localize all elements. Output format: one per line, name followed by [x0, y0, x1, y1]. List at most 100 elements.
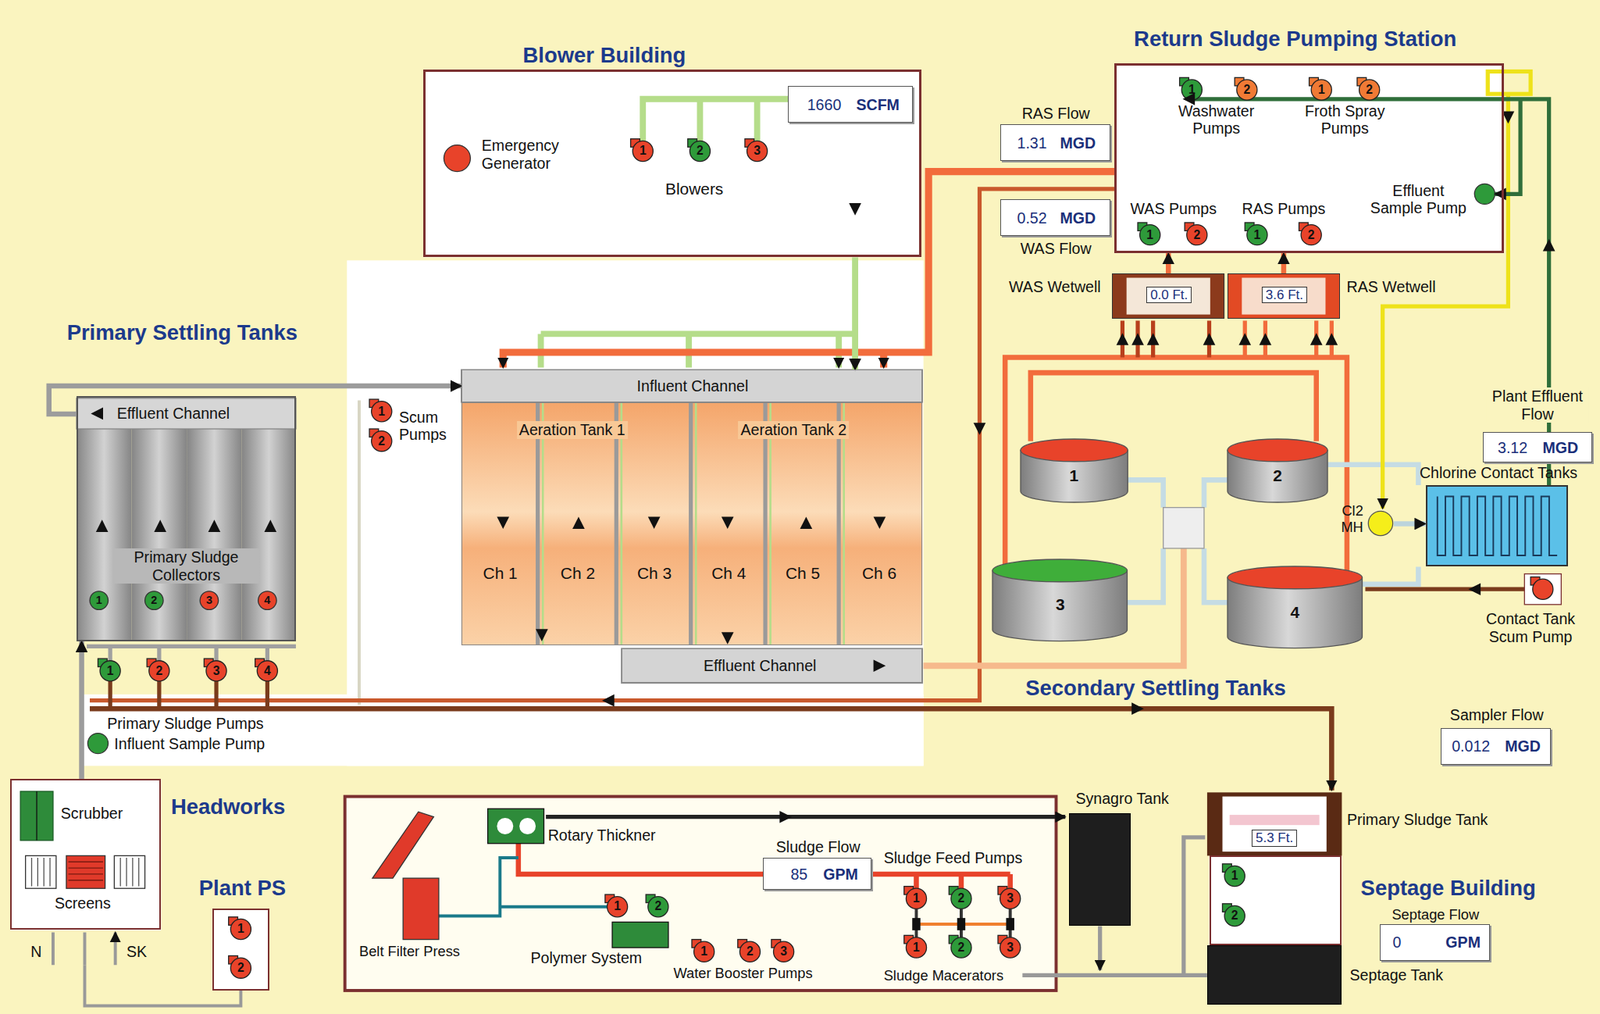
heading-text: Secondary Settling Tanks	[1025, 675, 1286, 701]
process-box: Ch 4	[691, 402, 767, 644]
channel-band: Effluent Channel	[621, 648, 923, 683]
tank-box: Septage Tank	[1207, 944, 1342, 1005]
pump-symbol	[1140, 224, 1161, 246]
node-text: Plant Effluent Flow	[1486, 387, 1590, 423]
sludge-building	[345, 796, 1057, 991]
headworks-equipment	[114, 855, 145, 888]
headworks-equipment	[66, 855, 106, 888]
callout-number: 1	[1188, 82, 1196, 97]
node-text: Effluent Channel	[117, 404, 231, 423]
pump-symbol	[1184, 222, 1208, 246]
equipment-label: Polymer System	[530, 948, 643, 967]
building-box: Septage Building	[1209, 855, 1343, 945]
sludge-equipment	[402, 877, 439, 939]
flow-arrow	[153, 519, 167, 532]
callout-number: 4	[263, 663, 271, 678]
process-box: 5.3 Ft.Primary Sludge Tank	[1207, 791, 1342, 856]
equipment-label: Emergency Generator	[481, 136, 579, 172]
pump-symbol	[630, 138, 654, 162]
equipment-label: Effluent Sample Pump	[1367, 181, 1470, 218]
pump-symbol	[1186, 224, 1208, 246]
tank-graphic	[1111, 273, 1225, 319]
callout-number: 1	[912, 940, 920, 955]
pump-symbol	[1309, 77, 1333, 100]
pump-symbol	[203, 658, 227, 681]
pump-symbol	[905, 937, 927, 958]
flow-arrow	[873, 659, 887, 672]
aeration-tank-body	[461, 369, 923, 683]
flow-arrow	[779, 810, 792, 824]
flow-arrow	[1493, 188, 1507, 201]
flow-arrow	[1259, 332, 1273, 346]
node-text: Chlorine Contact Tanks	[1419, 463, 1578, 482]
pump-symbol	[648, 896, 669, 917]
flow-arrow	[848, 203, 862, 216]
sludge-equipment	[1005, 917, 1014, 931]
pipe	[545, 814, 1066, 819]
building-box: Plant PS	[212, 908, 270, 991]
callout-number: 2	[155, 663, 163, 678]
node-text: Ch 3	[637, 563, 672, 583]
pump-symbol	[773, 940, 795, 962]
tank-graphic	[1524, 573, 1561, 605]
pump-symbol	[146, 658, 170, 681]
pump-symbol	[771, 939, 795, 963]
channel-band: Influent Channel	[461, 369, 923, 403]
wetwell-box: 3.6 Ft.RAS Wetwell	[1227, 273, 1340, 318]
pump-symbol	[739, 940, 760, 962]
pump-symbol	[687, 138, 711, 162]
serpentine-baffle	[1427, 486, 1568, 566]
unit-text: MGD	[1059, 134, 1096, 153]
value-text: 1660	[807, 96, 842, 115]
building-box: Return Sludge Pumping Station	[1114, 63, 1504, 254]
equipment-label: Scum Pumps	[399, 408, 460, 444]
flow-arrow	[973, 422, 987, 435]
equipment-label: Washwater Pumps	[1160, 102, 1273, 138]
indicator-dot	[1474, 183, 1495, 204]
flow-arrow	[721, 516, 735, 529]
equipment-label: SK	[126, 942, 147, 961]
wetwell-box: WAS Wetwell0.0 Ft.	[1111, 273, 1225, 318]
manhole-outline	[1367, 509, 1394, 537]
pump-symbol	[997, 886, 1021, 909]
heading-text: Blower Building	[523, 42, 687, 68]
flow-display: 0.52MGDWAS Flow	[1000, 199, 1111, 236]
pump-symbol	[1530, 577, 1554, 600]
sludge-equipment	[488, 808, 545, 843]
flow-arrow	[1147, 332, 1160, 346]
value-text: 1.31	[1017, 134, 1048, 153]
callout-number: 2	[377, 434, 385, 449]
pipe	[438, 857, 608, 916]
flow-display: Septage Flow0GPM	[1379, 923, 1490, 961]
value-text: 0.0 Ft.	[1146, 286, 1192, 304]
node-text: RAS Flow	[1022, 104, 1091, 123]
pump-symbol	[905, 887, 927, 909]
pump-symbol	[228, 955, 252, 978]
tank-graphic	[1207, 791, 1342, 856]
pump-symbol	[1357, 77, 1380, 100]
callout-number: 1	[700, 944, 708, 959]
pump-symbol	[1234, 77, 1258, 100]
pump-symbol	[951, 937, 972, 958]
building-fill	[1114, 63, 1504, 254]
pipe	[880, 352, 888, 368]
pump-symbol	[256, 660, 278, 681]
pump-symbol	[1236, 79, 1258, 100]
callout-number: 2	[1193, 228, 1201, 243]
indicator-dot	[199, 591, 219, 610]
equipment-label: Contact Tank Scum Pump	[1474, 609, 1587, 645]
node-text: 4	[1289, 602, 1300, 622]
node-text: Primary Sludge Collectors	[112, 548, 261, 584]
node-text: 3	[1055, 595, 1066, 614]
callout-number: 1	[912, 890, 920, 906]
clarifier-top	[1227, 566, 1362, 589]
pump-symbol	[228, 916, 252, 940]
unit-text: GPM	[1445, 933, 1481, 952]
pipe	[1188, 99, 1549, 485]
process-box: Ch 2	[538, 402, 618, 644]
heading-text: Septage Building	[1361, 875, 1536, 901]
headworks-equipment	[25, 855, 57, 888]
process-box: Ch 1	[462, 402, 539, 644]
building-fill	[212, 908, 270, 991]
pump-symbol	[1222, 863, 1245, 887]
